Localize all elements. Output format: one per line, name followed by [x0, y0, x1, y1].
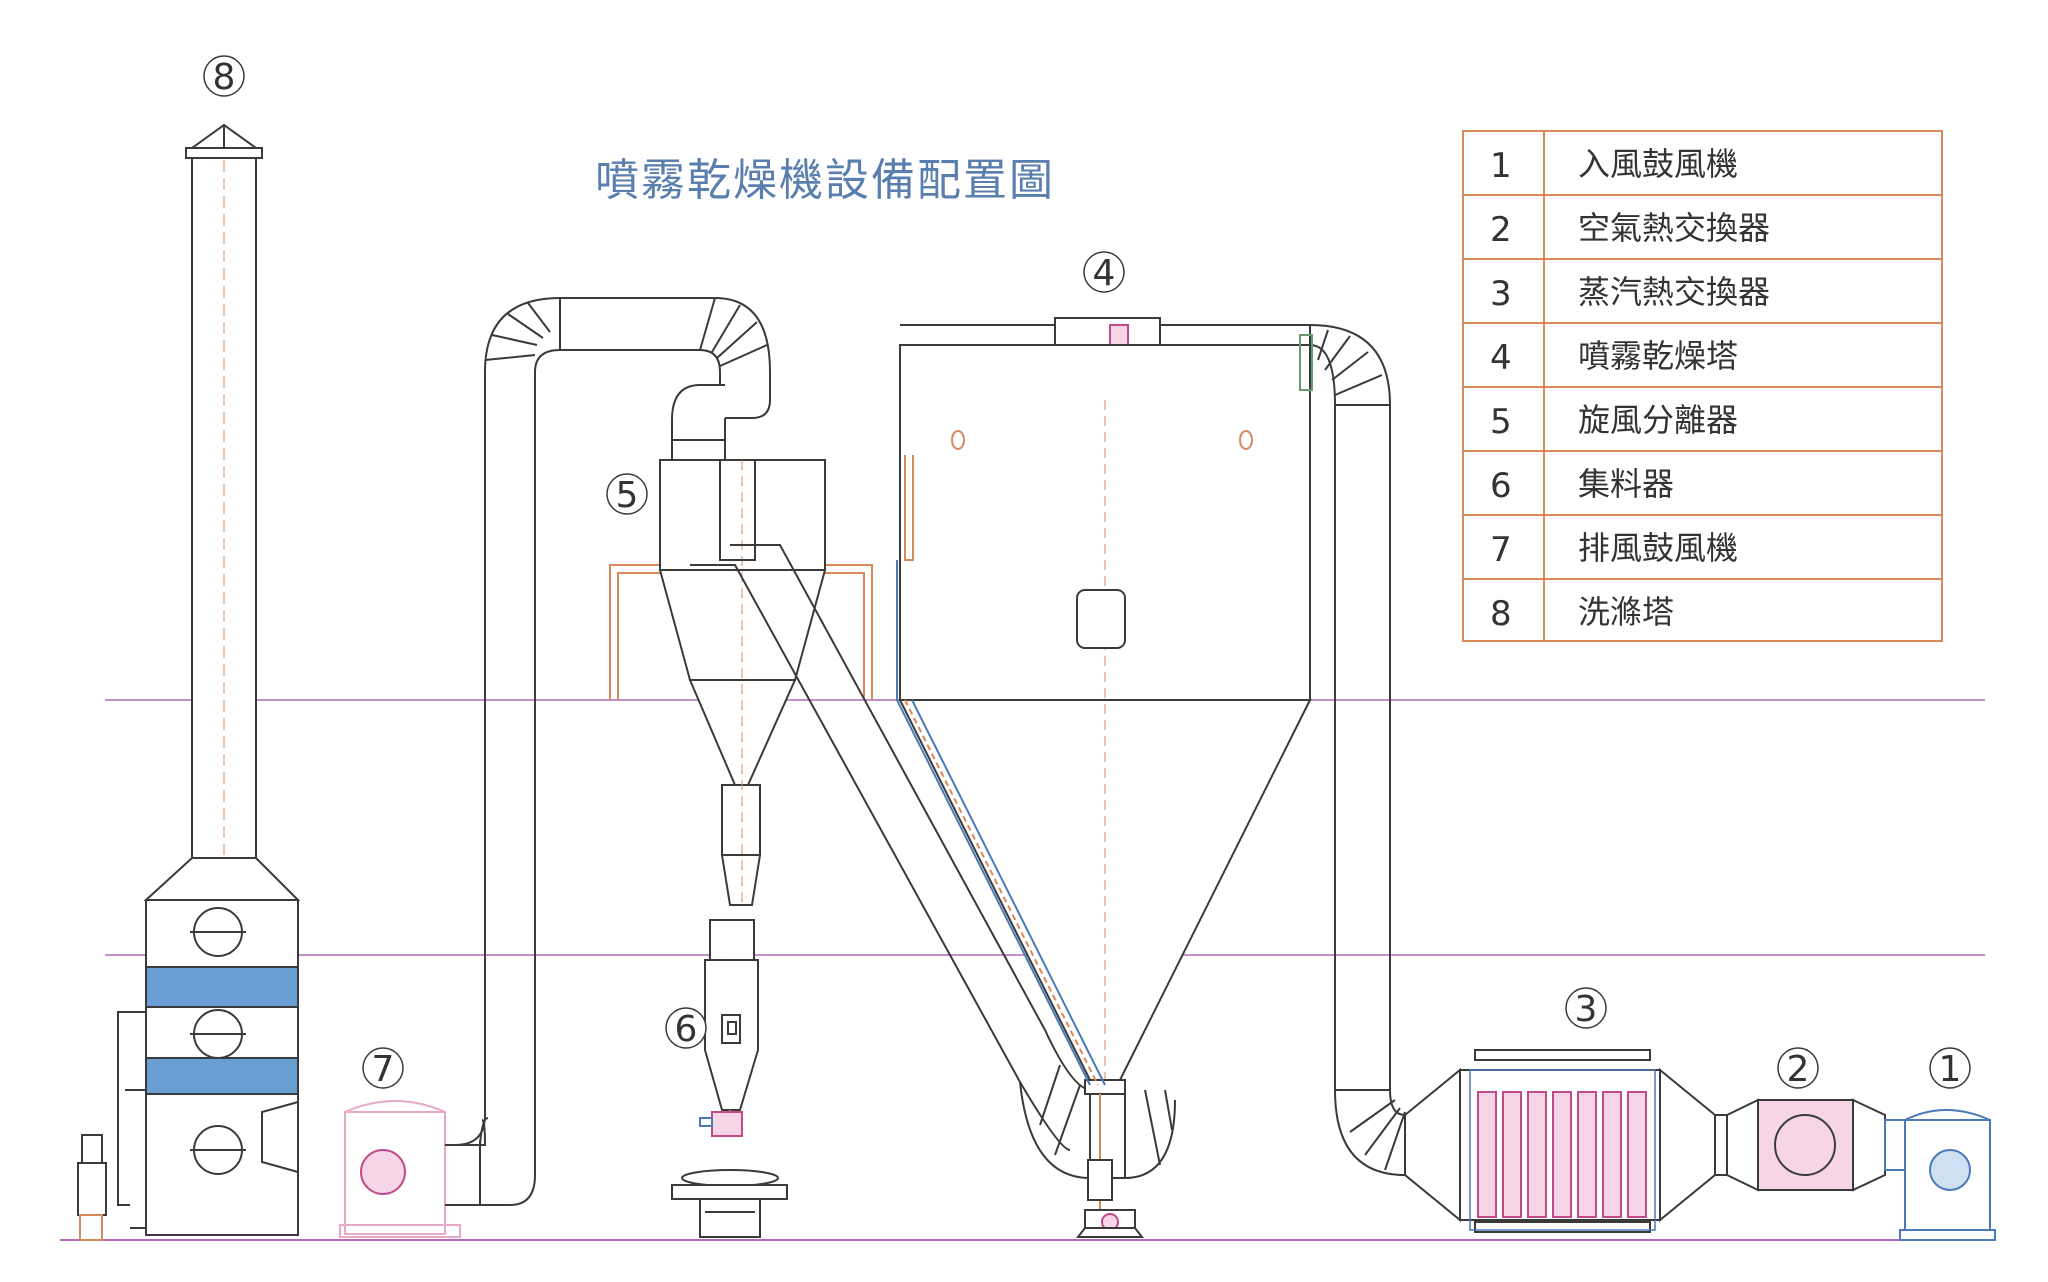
legend-label-5: 旋風分離器 — [1578, 401, 1738, 439]
legend-table: 1 入風鼓風機 2 空氣熱交換器 3 蒸汽熱交換器 4 噴霧乾燥塔 5 旋風分離… — [1462, 130, 1943, 642]
scrubber-tower — [77, 123, 301, 1241]
marker-8: 8 — [213, 57, 236, 98]
collector — [671, 919, 788, 1238]
marker-3: 3 — [1575, 989, 1598, 1030]
marker-6: 6 — [675, 1009, 698, 1050]
spray-dryer-tower — [896, 317, 1312, 1238]
legend-label-2: 空氣熱交換器 — [1578, 209, 1770, 247]
legend-num-6: 6 — [1490, 466, 1512, 506]
legend-label-8: 洗滌塔 — [1578, 593, 1674, 631]
diagram-title: 噴霧乾燥機設備配置圖 — [595, 155, 1055, 206]
air-heat-exchanger — [1714, 1098, 1886, 1192]
equipment-markers — [203, 55, 1971, 1089]
hot-air-duct — [1299, 324, 1406, 1176]
legend-num-5: 5 — [1490, 402, 1512, 442]
legend-num-8: 8 — [1490, 594, 1512, 634]
marker-1: 1 — [1939, 1049, 1962, 1090]
steam-heat-exchanger — [1404, 1049, 1716, 1233]
legend-num-1: 1 — [1490, 146, 1512, 186]
cyclone-separator — [609, 459, 873, 906]
legend-num-7: 7 — [1490, 530, 1512, 570]
legend-label-1: 入風鼓風機 — [1578, 145, 1738, 183]
exhaust-fan — [339, 1100, 481, 1238]
legend-label-7: 排風鼓風機 — [1578, 529, 1738, 567]
marker-4: 4 — [1093, 253, 1116, 294]
legend-num-3: 3 — [1490, 274, 1512, 314]
marker-7: 7 — [372, 1049, 395, 1090]
legend-num-4: 4 — [1490, 338, 1512, 378]
marker-5: 5 — [616, 475, 639, 516]
legend-label-3: 蒸汽熱交換器 — [1578, 273, 1770, 311]
legend-label-4: 噴霧乾燥塔 — [1578, 337, 1738, 375]
legend-num-2: 2 — [1490, 210, 1512, 250]
exhaust-duct — [454, 297, 771, 1206]
legend-label-6: 集料器 — [1578, 465, 1674, 503]
inlet-blower — [1884, 1109, 1996, 1241]
marker-2: 2 — [1787, 1049, 1810, 1090]
